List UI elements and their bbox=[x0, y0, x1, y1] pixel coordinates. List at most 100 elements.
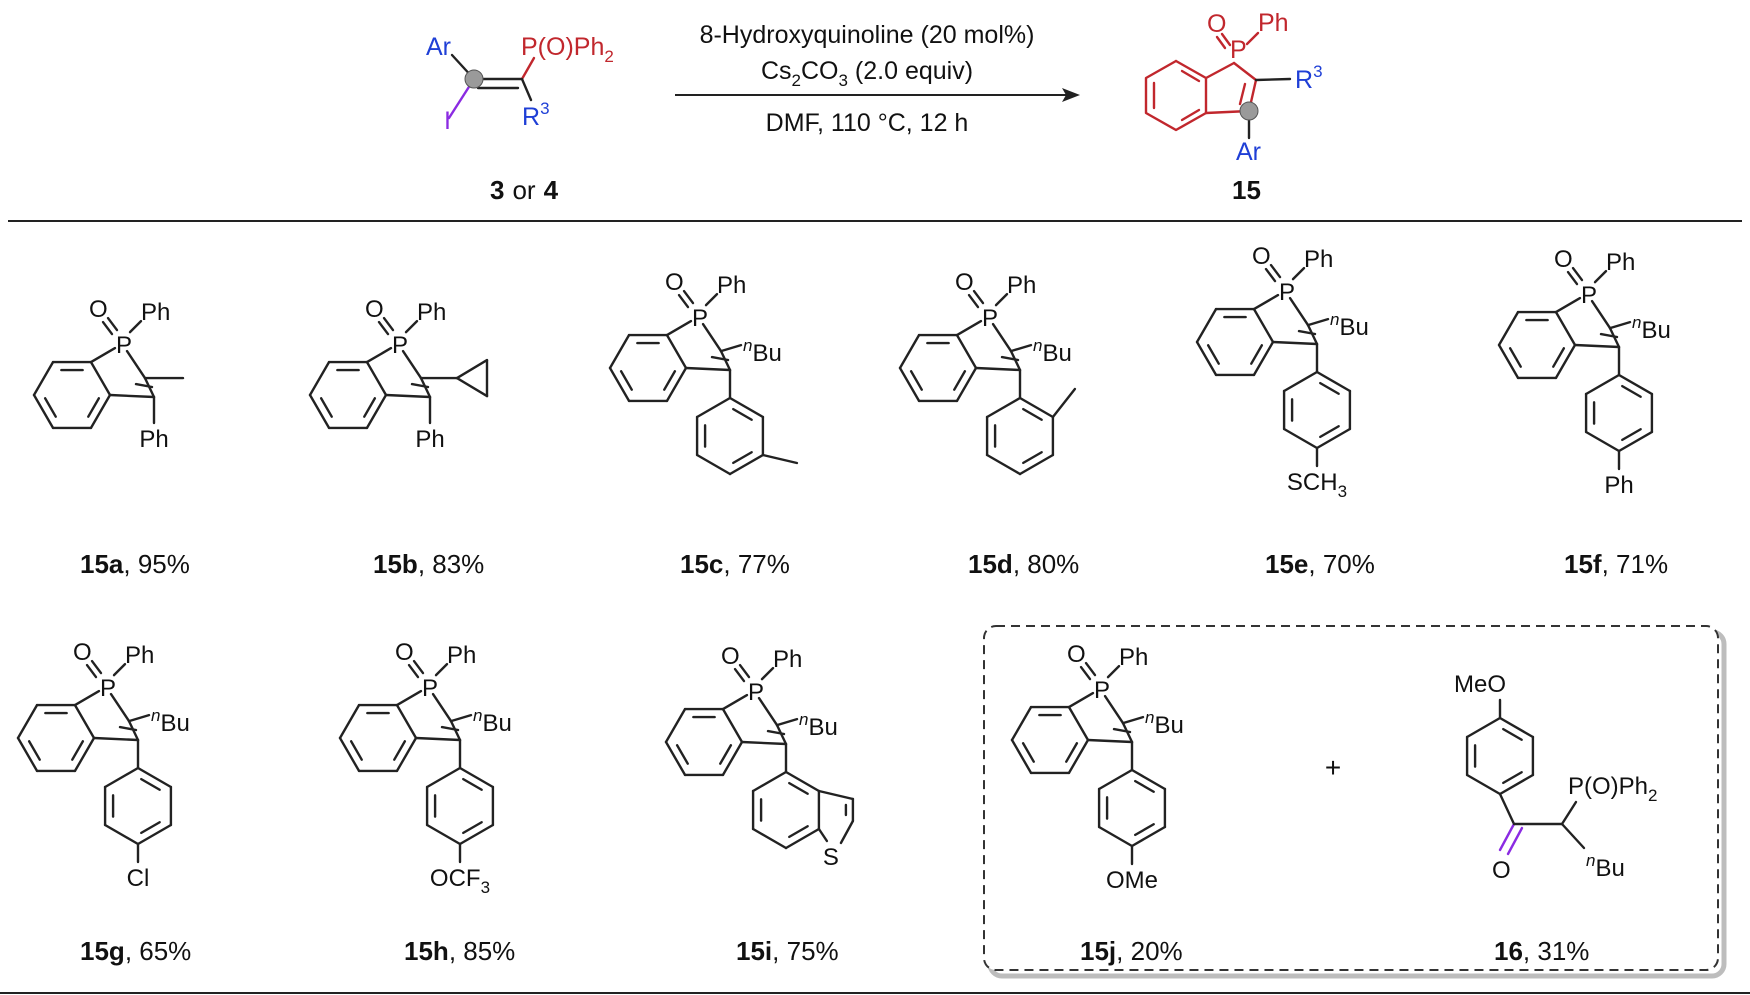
p-phenyl-label: Ph bbox=[1007, 272, 1036, 299]
product-marker bbox=[1239, 101, 1259, 121]
p-phenyl-label: Ph bbox=[717, 272, 746, 299]
dashed-box bbox=[983, 625, 1719, 971]
condition-solvent: DMF, 110 °C, 12 h bbox=[766, 109, 969, 137]
caption-15j: 15j, 20% bbox=[1080, 936, 1183, 966]
nbutyl-label: nBu bbox=[151, 706, 190, 737]
structure-15c: PO Ph nBu bbox=[608, 269, 799, 476]
p-phenyl-label: Ph bbox=[125, 642, 154, 669]
oxygen-atom: O bbox=[1554, 246, 1573, 273]
phosphorus-atom: P bbox=[982, 305, 998, 332]
para-substituent-label: SCH3 bbox=[1287, 469, 1347, 501]
plus-sign: + bbox=[1325, 752, 1341, 783]
product-po-bond bbox=[1220, 32, 1232, 47]
phosphorus-atom: P bbox=[1094, 677, 1110, 704]
product-r3-bond bbox=[1254, 77, 1292, 82]
structure-15d: PO Ph nBu bbox=[898, 269, 1077, 476]
oxygen-atom: O bbox=[73, 639, 92, 666]
product-label: 15 bbox=[1232, 175, 1261, 205]
caption-15g: 15g, 65% bbox=[80, 936, 191, 966]
p-phenyl-label: Ph bbox=[1304, 246, 1333, 273]
oxygen-atom: O bbox=[665, 269, 684, 296]
oxygen-atom: O bbox=[1067, 641, 1086, 668]
p-phenyl-label: Ph bbox=[141, 299, 170, 326]
nbutyl-label: nBu bbox=[1033, 336, 1072, 367]
p-phenyl-label: Ph bbox=[417, 299, 446, 326]
caption-15c: 15c, 77% bbox=[680, 549, 790, 579]
oxygen-atom: O bbox=[395, 639, 414, 666]
reaction-arrow-head bbox=[1062, 88, 1080, 102]
carbonyl-oxygen: O bbox=[1492, 857, 1511, 884]
reactant-phosphoryl: P(O)Ph2 bbox=[521, 33, 614, 66]
product-phosphorus: P bbox=[1230, 36, 1247, 64]
phosphorus-atom: P bbox=[100, 675, 116, 702]
reactant-ar: Ar bbox=[426, 33, 451, 61]
nbutyl-label: nBu bbox=[473, 706, 512, 737]
reactant-iodo: I bbox=[444, 107, 451, 135]
nbutyl-label: nBu bbox=[1145, 708, 1184, 739]
para-substituent-label: OCF3 bbox=[430, 865, 490, 897]
phosphorus-atom: P bbox=[1581, 282, 1597, 309]
p-phenyl-label: Ph bbox=[1606, 249, 1635, 276]
caption-15b: 15b, 83% bbox=[373, 549, 484, 579]
oxygen-atom: O bbox=[1252, 243, 1271, 270]
product-benzo-ring bbox=[1144, 59, 1258, 132]
c-p-bond bbox=[520, 56, 536, 81]
oxygen-atom: O bbox=[955, 269, 974, 296]
reaction-conditions: 8-Hydroxyquinoline (20 mol%) Cs2CO3 (2.0… bbox=[675, 21, 1080, 137]
c3-phenyl-label: Ph bbox=[139, 426, 168, 453]
nbutyl-label: nBu bbox=[1586, 851, 1625, 882]
condition-catalyst: 8-Hydroxyquinoline (20 mol%) bbox=[700, 21, 1035, 49]
phosphorus-atom: P bbox=[392, 332, 408, 359]
caption-15i: 15i, 75% bbox=[736, 936, 839, 966]
oxygen-atom: O bbox=[721, 643, 740, 670]
phosphorus-atom: P bbox=[422, 675, 438, 702]
c3-phenyl-label: Ph bbox=[415, 426, 444, 453]
nbutyl-label: nBu bbox=[799, 710, 838, 741]
sulfur-atom: S bbox=[823, 844, 839, 871]
p-phenyl-label: Ph bbox=[773, 646, 802, 673]
oxygen-atom: O bbox=[89, 296, 108, 323]
nbutyl-label: nBu bbox=[1632, 313, 1671, 344]
product-ph: Ph bbox=[1258, 9, 1289, 37]
caption-15d: 15d, 80% bbox=[968, 549, 1079, 579]
caption-16: 16, 31% bbox=[1494, 936, 1589, 966]
phosphorus-atom: P bbox=[1279, 279, 1295, 306]
phosphorus-atom: P bbox=[748, 679, 764, 706]
para-substituent-label: Ph bbox=[1604, 472, 1633, 499]
reactant-r3: R3 bbox=[522, 99, 550, 131]
caption-15e: 15e, 70% bbox=[1265, 549, 1375, 579]
product-r3: R3 bbox=[1295, 62, 1323, 94]
product-oxygen: O bbox=[1207, 10, 1226, 38]
oxygen-atom: O bbox=[365, 296, 384, 323]
p-phenyl-label: Ph bbox=[1119, 644, 1148, 671]
phosphorus-atom: P bbox=[692, 305, 708, 332]
caption-15f: 15f, 71% bbox=[1564, 549, 1668, 579]
phosphorus-atom: P bbox=[116, 332, 132, 359]
product-structure: O P Ph R3 Ar 15 bbox=[1144, 9, 1323, 205]
para-substituent-label: OMe bbox=[1106, 867, 1158, 894]
product-pph-bond bbox=[1245, 31, 1260, 46]
phosphoryl-label: P(O)Ph2 bbox=[1568, 773, 1657, 805]
methoxy-label: MeO bbox=[1454, 671, 1506, 698]
product-po-bond-2 bbox=[1215, 35, 1227, 50]
caption-15h: 15h, 85% bbox=[404, 936, 515, 966]
para-substituent-label: Cl bbox=[127, 865, 150, 892]
nbutyl-label: nBu bbox=[1330, 310, 1369, 341]
c-r3-bond bbox=[520, 77, 533, 102]
p-phenyl-label: Ph bbox=[447, 642, 476, 669]
condition-base: Cs2CO3 (2.0 equiv) bbox=[761, 57, 973, 90]
nbutyl-label: nBu bbox=[743, 336, 782, 367]
product-ar: Ar bbox=[1236, 138, 1261, 166]
